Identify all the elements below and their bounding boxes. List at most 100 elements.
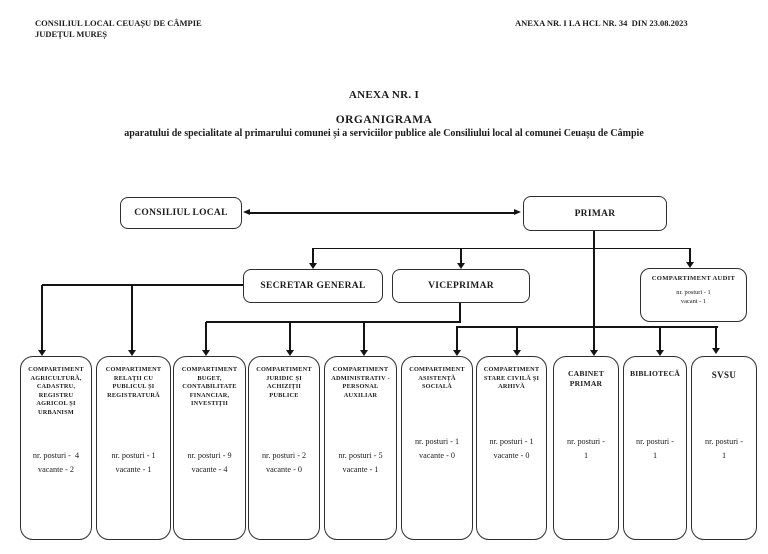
dept-vacancies: vacante - 1 — [115, 464, 152, 474]
dept-title: COMPARTIMENT JURIDIC ȘI ACHIZIȚII PUBLIC… — [256, 366, 312, 399]
dept-box-agricultura: COMPARTIMENT AGRICULTURĂ, CADASTRU, REGI… — [20, 356, 92, 540]
audit-counts: nr. posturi - 1 vacant - 1 — [676, 288, 710, 307]
box-primar: PRIMAR — [523, 196, 667, 231]
dept-title: COMPARTIMENT RELAȚII CU PUBLICUL ȘI REGI… — [105, 366, 162, 399]
connector-to-dept4 — [289, 322, 291, 350]
dept-title: COMPARTIMENT BUGET, CONTABILITATE FINANC… — [181, 366, 238, 407]
dept-counts: nr. posturi - 1 vacante - 0 — [479, 435, 544, 462]
dept-box-svsu: SVSU nr. posturi - 1 — [691, 356, 757, 540]
arrowhead-dept4 — [286, 350, 294, 356]
arrowhead-audit — [686, 262, 694, 268]
audit-title: COMPARTIMENT AUDIT — [651, 275, 736, 282]
connector-to-dept5 — [363, 322, 365, 350]
dept-title: COMPARTIMENT ASISTENȚĂ SOCIALĂ — [409, 366, 465, 390]
arrowhead-dept8 — [590, 350, 598, 356]
box-consiliul-local: CONSILIUL LOCAL — [120, 197, 242, 229]
dept-counts: nr. posturi - 1 — [626, 435, 684, 462]
dept-posts: nr. posturi - 2 — [261, 451, 307, 460]
dept-title: COMPARTIMENT STARE CIVILĂ ȘI ARHIVĂ — [483, 366, 540, 390]
header-annex-ref: ANEXA NR. I LA HCL NR. 34 DIN 23.08.2023 — [515, 18, 688, 28]
connector-to-dept10 — [715, 326, 717, 348]
dept-posts: nr. posturi - 4 — [32, 451, 80, 460]
arrowhead-viceprimar — [457, 263, 465, 269]
dept-posts: nr. posturi - 1 — [489, 437, 534, 446]
connector-to-dept9 — [659, 326, 661, 350]
arrowhead-dept10 — [712, 348, 720, 354]
box-primar-label: PRIMAR — [574, 208, 616, 219]
dept-posts: nr. posturi - — [705, 437, 743, 446]
dept-box-asistenta-sociala: COMPARTIMENT ASISTENȚĂ SOCIALĂ nr. postu… — [401, 356, 473, 540]
arrowhead-dept6 — [453, 350, 461, 356]
header-issuer-line1: CONSILIUL LOCAL CEUAȘU DE CÂMPIE — [35, 18, 202, 28]
connector-to-dept6 — [456, 326, 458, 350]
page-subtitle: aparatului de specialitate al primarului… — [124, 128, 644, 139]
dept-title: COMPARTIMENT AGRICULTURĂ, CADASTRU, REGI… — [28, 366, 84, 416]
dept-counts: nr. posturi - 1 vacante - 1 — [99, 449, 168, 476]
arrowhead-dept5 — [360, 350, 368, 356]
dept-title: CABINET PRIMAR — [567, 369, 604, 389]
audit-posts: nr. posturi - 1 — [676, 288, 711, 296]
dept-title: SVSU — [711, 370, 737, 380]
dept-posts-value: 1 — [583, 450, 589, 460]
page-title: ORGANIGRAMA — [335, 114, 433, 126]
connector-to-dept1 — [41, 285, 43, 350]
arrowhead-dept7 — [513, 350, 521, 356]
arrowhead-dept1 — [38, 350, 46, 356]
box-viceprimar-label: VICEPRIMAR — [428, 281, 494, 291]
arrowhead-left-consiliul — [243, 209, 250, 216]
dept-posts: nr. posturi - — [636, 437, 674, 446]
dept-box-administrativ: COMPARTIMENT ADMINISTRATIV - PERSONAL AU… — [324, 356, 397, 540]
dept-box-cabinet-primar: CABINET PRIMAR nr. posturi - 1 — [553, 356, 619, 540]
dept-vacancies: vacante - 0 — [266, 464, 302, 474]
dept-counts: nr. posturi - 1 — [556, 435, 616, 462]
connector-cl-primar — [249, 212, 515, 214]
dept-box-biblioteca: BIBLIOTECĂ nr. posturi - 1 — [623, 356, 687, 540]
connector-viceprimar-drop — [459, 303, 461, 323]
dept-vacancies: vacante - 0 — [493, 450, 530, 460]
dept-posts: nr. posturi - — [567, 437, 605, 446]
dept-box-stare-civila: COMPARTIMENT STARE CIVILĂ ȘI ARHIVĂ nr. … — [476, 356, 547, 540]
connector-secretar-branch — [42, 284, 243, 286]
dept-vacancies: vacante - 0 — [419, 450, 455, 460]
box-viceprimar: VICEPRIMAR — [392, 269, 530, 303]
box-compartiment-audit: COMPARTIMENT AUDIT nr. posturi - 1 vacan… — [640, 268, 747, 322]
dept-counts: nr. posturi - 1 vacante - 0 — [404, 435, 470, 462]
arrowhead-right-primar — [514, 209, 521, 216]
arrowhead-secretar — [309, 263, 317, 269]
dept-box-juridic: COMPARTIMENT JURIDIC ȘI ACHIZIȚII PUBLIC… — [248, 356, 320, 540]
dept-counts: nr. posturi - 9 vacante - 4 — [176, 449, 243, 476]
header-issuer: CONSILIUL LOCAL CEUAȘU DE CÂMPIE JUDEȚUL… — [35, 18, 202, 39]
connector-to-dept3 — [205, 322, 207, 350]
dept-box-buget: COMPARTIMENT BUGET, CONTABILITATE FINANC… — [173, 356, 246, 540]
connector-level2-branch — [313, 247, 691, 250]
dept-counts: nr. posturi - 1 — [694, 435, 754, 462]
dept-vacancies: vacante - 1 — [342, 464, 379, 474]
dept-posts-value: 1 — [721, 450, 727, 460]
dept-box-relatii-publicul: COMPARTIMENT RELAȚII CU PUBLICUL ȘI REGI… — [96, 356, 171, 540]
dept-counts: nr. posturi - 5 vacante - 1 — [327, 449, 394, 476]
dept-title: COMPARTIMENT ADMINISTRATIV - PERSONAL AU… — [331, 366, 390, 399]
dept-vacancies: vacante - 4 — [191, 464, 228, 474]
box-secretar-general-label: SECRETAR GENERAL — [260, 281, 366, 291]
box-consiliul-local-label: CONSILIUL LOCAL — [134, 208, 228, 218]
connector-viceprimar-branch — [206, 321, 461, 324]
connector-to-dept2 — [131, 285, 133, 350]
dept-counts: nr. posturi - 2 vacante - 0 — [251, 449, 317, 476]
dept-counts: nr. posturi - 4 vacante - 2 — [23, 449, 89, 476]
connector-to-secretar — [312, 248, 314, 264]
dept-vacancies: vacante - 2 — [38, 464, 74, 474]
dept-posts-value: 1 — [652, 450, 658, 460]
dept-posts: nr. posturi - 1 — [111, 451, 156, 460]
audit-vacant: vacant - 1 — [680, 297, 707, 305]
connector-to-viceprimar — [460, 248, 462, 264]
dept-posts: nr. posturi - 9 — [187, 451, 232, 460]
box-secretar-general: SECRETAR GENERAL — [243, 269, 383, 303]
header-issuer-line2: JUDEȚUL MUREȘ — [35, 28, 108, 39]
dept-posts: nr. posturi - 5 — [338, 451, 383, 460]
dept-title: BIBLIOTECĂ — [629, 369, 681, 378]
connector-to-audit — [689, 248, 691, 263]
connector-primar-trunk — [593, 231, 595, 350]
arrowhead-dept2 — [128, 350, 136, 356]
arrowhead-dept9 — [656, 350, 664, 356]
